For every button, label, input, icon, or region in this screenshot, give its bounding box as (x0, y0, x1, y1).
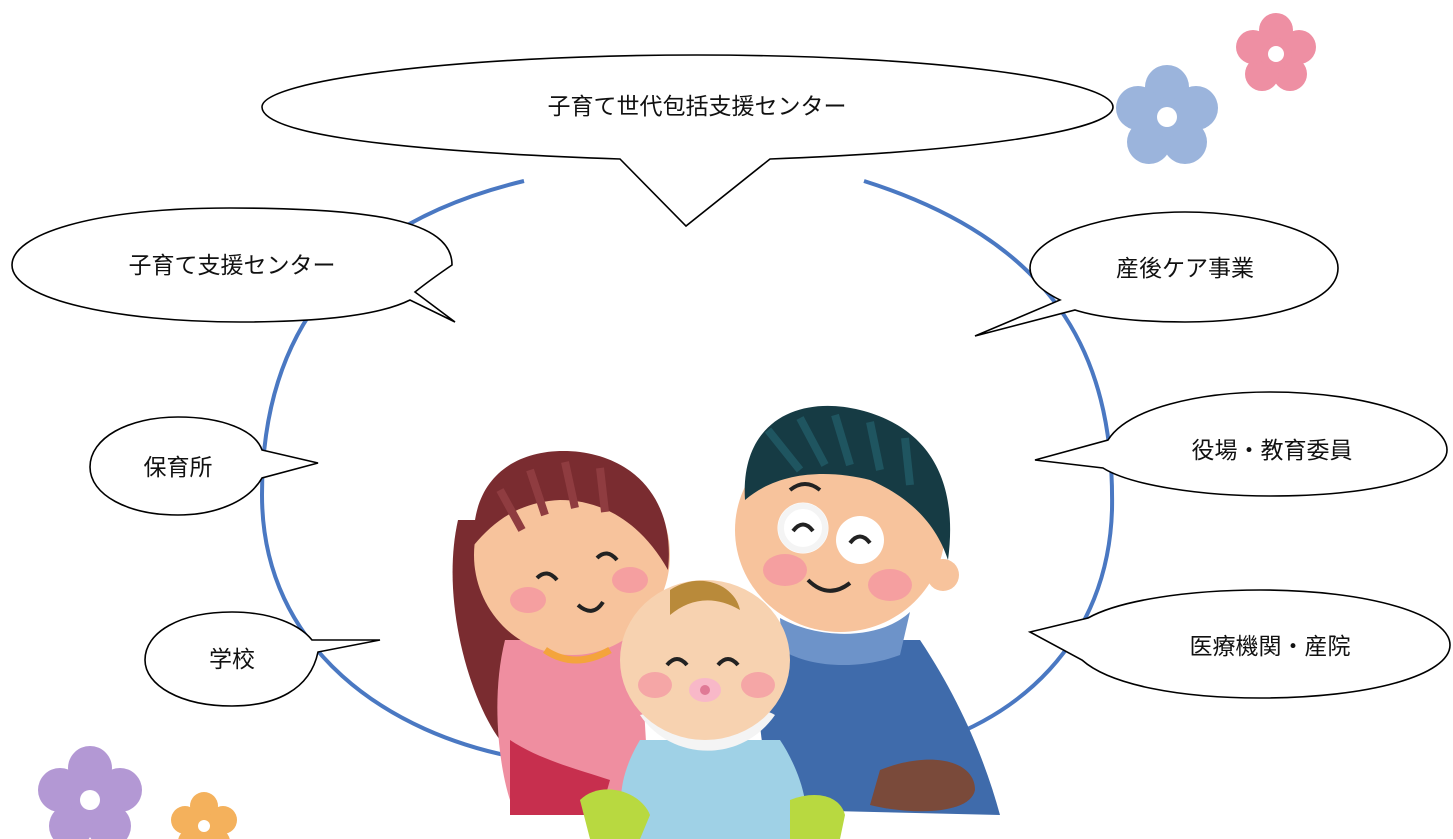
flower-blue-icon (1116, 65, 1218, 164)
sango-care-bubble (974, 211, 1339, 337)
flower-purple-icon (38, 746, 142, 839)
kosodate-center-label: 子育て支援センター (129, 253, 336, 279)
gakko-label: 学校 (209, 647, 255, 673)
node-hoikusho: 保育所 (89, 416, 319, 516)
hoikusho-bubble (89, 416, 319, 516)
yakuba-bubble (1034, 391, 1448, 497)
hoikusho-label: 保育所 (144, 455, 213, 481)
node-sango-care: 産後ケア事業 (974, 211, 1339, 337)
node-gakko: 学校 (144, 611, 381, 707)
kosodate-center-bubble (11, 207, 456, 323)
father-figure (735, 405, 1000, 815)
flower-pink-icon (1236, 13, 1316, 91)
family-illustration (452, 405, 1000, 839)
support-ring-right (863, 179, 1115, 754)
node-iryo: 医療機関・産院 (1027, 589, 1451, 699)
center-node: 子育て世代包括支援センター (261, 54, 1114, 228)
gakko-bubble (144, 611, 381, 707)
iryo-label: 医療機関・産院 (1190, 634, 1351, 660)
center-bubble (261, 54, 1114, 228)
flower-orange-icon (171, 792, 237, 839)
yakuba-label: 役場・教育委員 (1192, 438, 1353, 464)
sango-care-label: 産後ケア事業 (1116, 256, 1254, 282)
node-kosodate-center: 子育て支援センター (11, 207, 456, 323)
baby-figure (580, 580, 845, 839)
iryo-bubble (1027, 589, 1451, 699)
mother-figure (452, 451, 670, 815)
center-label: 子育て世代包括支援センター (548, 94, 847, 120)
node-yakuba: 役場・教育委員 (1034, 391, 1448, 497)
